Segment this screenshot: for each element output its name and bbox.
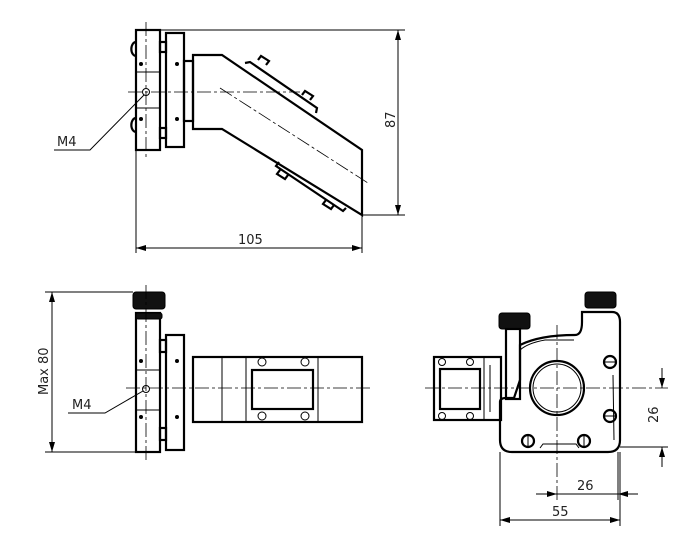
label-m4-side: M4 xyxy=(72,398,92,413)
dim-26-vertical: 26 xyxy=(647,406,662,423)
label-m4-top: M4 xyxy=(57,135,77,150)
mount-column xyxy=(134,28,162,152)
dim-max-80: Max 80 xyxy=(37,347,52,395)
angled-body xyxy=(191,53,364,217)
screw-icons xyxy=(520,354,618,449)
dim-26-horizontal: 26 xyxy=(577,479,594,494)
cube-body xyxy=(191,355,364,424)
dim-87: 87 xyxy=(384,111,399,128)
dim-105: 105 xyxy=(238,233,263,248)
front-view: 26 26 55 xyxy=(425,291,668,526)
mount-plate xyxy=(164,31,186,149)
adjuster-knob xyxy=(584,291,617,309)
adjuster-knob xyxy=(498,312,531,330)
mount-body xyxy=(498,310,622,454)
side-view: Max 80 M4 xyxy=(37,285,372,460)
dim-55: 55 xyxy=(552,505,569,520)
top-view: 87 105 M4 xyxy=(54,22,405,253)
adjuster-knob xyxy=(132,291,166,310)
